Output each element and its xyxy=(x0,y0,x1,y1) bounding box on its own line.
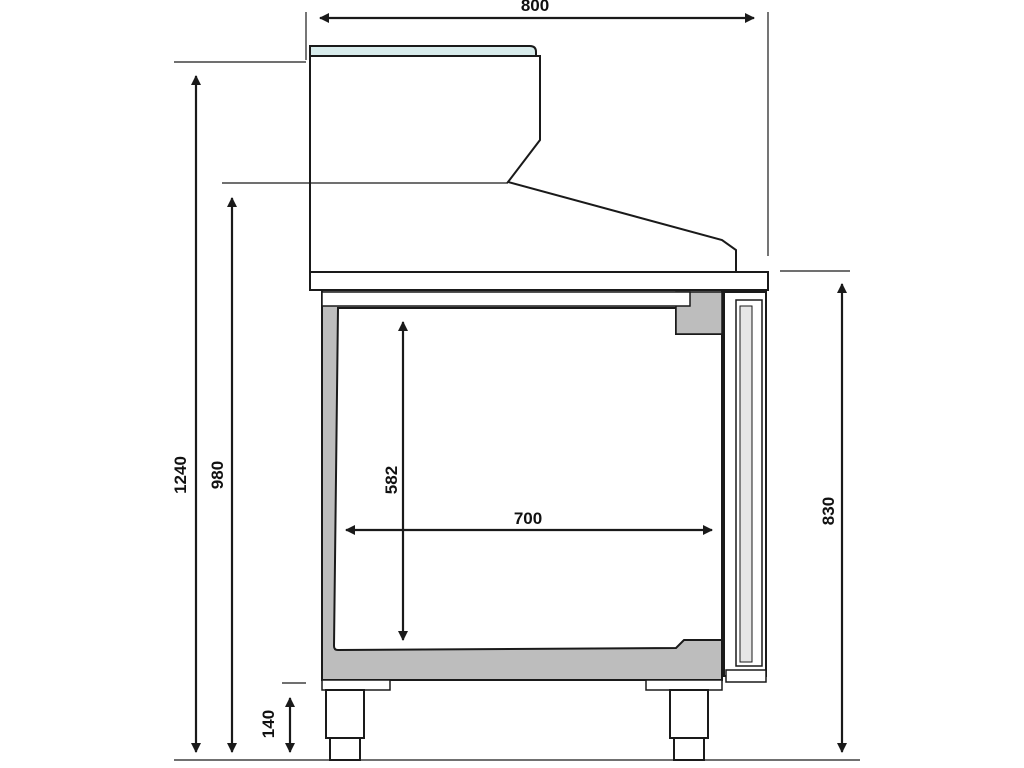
dim-label-leg: 140 xyxy=(259,710,278,738)
dim-label-height-worktop: 830 xyxy=(819,497,838,525)
dim-label-inner-height: 582 xyxy=(382,466,401,494)
leg-left xyxy=(321,679,391,761)
worktop xyxy=(309,271,769,291)
dim-label-width: 800 xyxy=(521,0,549,15)
cabinet-body xyxy=(321,289,723,681)
dim-label-height-overall: 1240 xyxy=(171,456,190,494)
leg-right xyxy=(645,679,723,761)
dim-label-height-top: 980 xyxy=(208,461,227,489)
top-structure xyxy=(309,55,737,272)
cabinet-door xyxy=(723,291,767,683)
top-rail xyxy=(321,291,691,307)
extension-lines xyxy=(174,12,860,761)
dim-label-inner-depth: 700 xyxy=(514,509,542,528)
glass-lid xyxy=(309,45,537,57)
